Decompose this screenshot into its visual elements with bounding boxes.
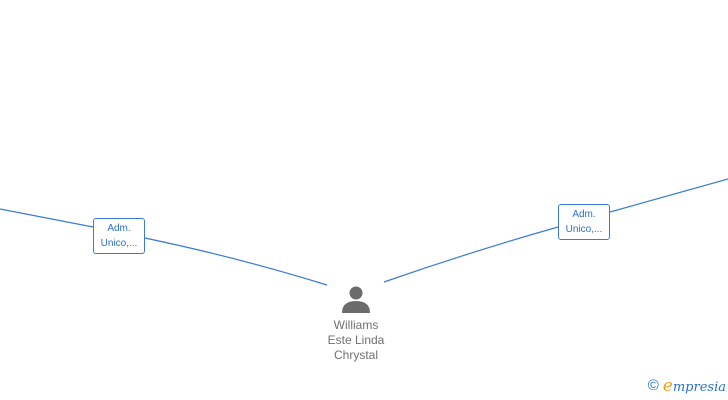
person-name-line3: Chrystal [333,348,378,362]
person-name-line2: Este Linda [327,333,385,347]
brand-watermark: © empresia [648,376,726,396]
person-icon [342,286,370,313]
edge-role-left-to-person [144,237,328,286]
copyright-icon: © [647,377,659,394]
brand-logo-rest: mpresia [672,380,726,395]
person-name-line1: Williams [333,318,379,332]
person-node[interactable]: Williams Este Linda Chrystal [316,284,396,363]
role-label-line2: Unico,... [100,238,138,249]
role-box-right[interactable]: Adm. Unico,... [558,204,610,240]
edge-person-to-role-right [383,226,559,283]
role-label-line2: Unico,... [565,224,603,235]
role-label-line1: Adm. [572,209,596,220]
edge-role-right-to-edge [609,178,728,213]
role-box-left[interactable]: Adm. Unico,... [93,218,145,254]
edge-left-to-role [0,208,94,228]
brand-logo-initial: e [662,376,673,396]
brand-logo: empresia [663,376,726,396]
role-label-line1: Adm. [107,223,131,234]
